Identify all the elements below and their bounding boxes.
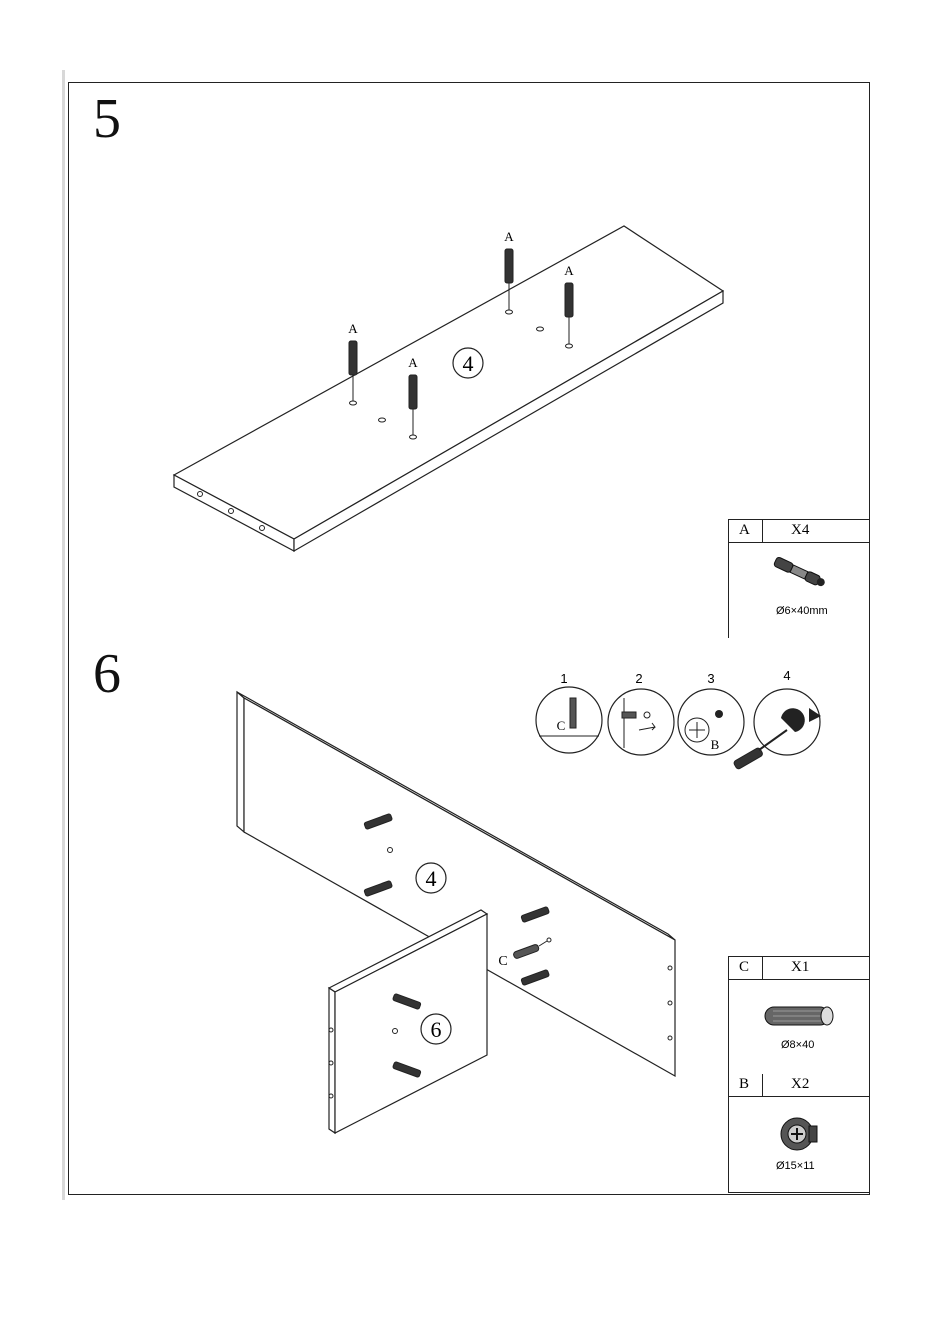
- hardware-header: A X4: [729, 520, 869, 543]
- hardware-letter: C: [739, 959, 749, 976]
- sub-step-number: 4: [783, 668, 790, 683]
- hardware-qty: X4: [791, 522, 809, 539]
- cam-bolt-icon: [729, 548, 869, 608]
- svg-text:C: C: [557, 718, 566, 733]
- divider: [762, 957, 763, 979]
- part-callout: A: [564, 263, 574, 278]
- hardware-box-a: A X4 Ø6×40mm: [728, 519, 870, 639]
- sub-step-number: 2: [635, 671, 642, 686]
- step-5-panel: 5 A: [68, 82, 870, 640]
- hardware-size: Ø15×11: [776, 1160, 815, 1172]
- hardware-size: Ø8×40: [781, 1039, 814, 1051]
- sub-step-1: 1 C: [536, 671, 602, 753]
- divider: [762, 1074, 763, 1096]
- part-callout: A: [408, 355, 418, 370]
- svg-text:B: B: [711, 737, 720, 752]
- sub-step-number: 1: [560, 671, 567, 686]
- hardware-box-b: B X2 Ø15×11: [728, 1074, 870, 1193]
- cam-lock-icon: [729, 1112, 869, 1162]
- board-4-top-face: [174, 226, 723, 539]
- hardware-box-c: C X1 Ø8×40: [728, 956, 870, 1076]
- hardware-header: C X1: [729, 957, 869, 980]
- hardware-qty: X2: [791, 1076, 809, 1093]
- hardware-letter: B: [739, 1076, 749, 1093]
- divider: [762, 520, 763, 542]
- panel-label: 6: [431, 1017, 442, 1042]
- sub-step-3: 3 B: [678, 671, 744, 755]
- hardware-letter: A: [739, 522, 750, 539]
- panel-label: 4: [426, 866, 437, 891]
- page-margin-rule: [62, 70, 65, 1200]
- sub-step-2: 2: [608, 671, 674, 755]
- board-6-side-edge: [329, 988, 335, 1133]
- hardware-header: B X2: [729, 1074, 869, 1097]
- panel-label: 4: [463, 351, 474, 376]
- dowel-callout: C: [498, 954, 507, 969]
- sub-step-number: 3: [707, 671, 714, 686]
- sub-step-4: 4: [733, 668, 821, 770]
- hardware-qty: X1: [791, 959, 809, 976]
- step-6-panel: 6 C 4: [68, 638, 870, 1195]
- part-callout: A: [348, 321, 358, 336]
- hardware-size: Ø6×40mm: [776, 605, 828, 617]
- part-callout: A: [504, 229, 514, 244]
